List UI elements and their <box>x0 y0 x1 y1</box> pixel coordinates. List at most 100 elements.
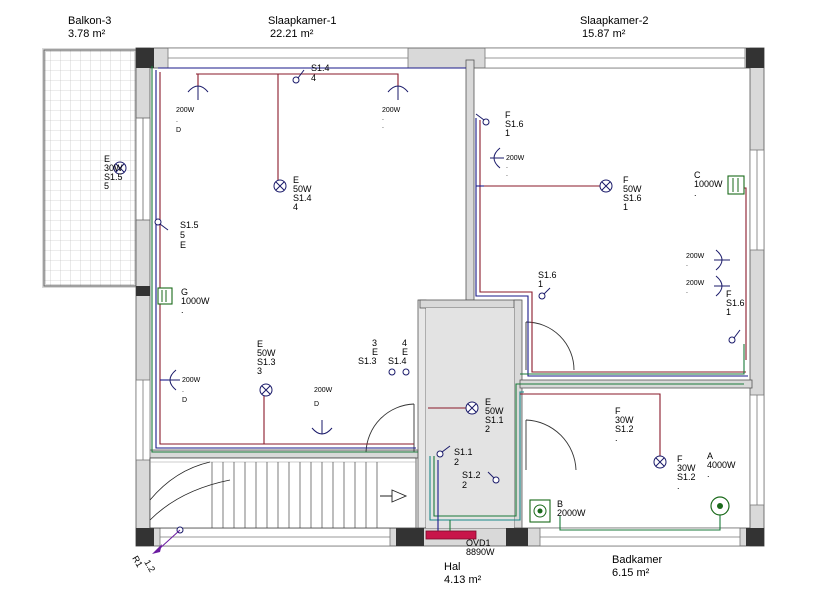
fixture-label-line: 2 <box>485 424 490 434</box>
fixture-label-line: E <box>104 154 110 164</box>
fixture-label-line: S1.5 <box>180 220 199 230</box>
fixture-label-line: . <box>694 188 697 198</box>
fixture-label-line: 1 <box>726 307 731 317</box>
socket-icon[interactable] <box>187 85 209 100</box>
heater-icon[interactable] <box>157 287 173 305</box>
fixture-label-line: 2 <box>454 457 459 467</box>
fixture-label-line: S1.6 <box>538 270 557 280</box>
fixture-label-line: . <box>686 261 688 268</box>
switch-icon[interactable] <box>538 287 551 300</box>
fixture-label-line: 2000W <box>557 508 586 518</box>
fixture-label-lamp-sk2-left: 200W.. <box>506 155 525 178</box>
heater-icon[interactable] <box>727 175 745 195</box>
fixture-label-line: C <box>694 170 701 180</box>
fixture-label-line: 4000W <box>707 460 736 470</box>
fixture-label-line: 1000W <box>694 179 723 189</box>
room-name: Hal <box>444 561 461 573</box>
fixture-label-line: S1.5 <box>104 172 123 182</box>
room-area: 3.78 m² <box>68 28 106 40</box>
fixture-label-line: A <box>707 451 713 461</box>
fixture-label-line: S1.1 <box>454 447 473 457</box>
socket-icon[interactable] <box>714 275 730 297</box>
fixture-label-line: D <box>314 401 319 408</box>
lamp-icon[interactable] <box>259 383 273 397</box>
fixture-label-line: 200W <box>176 107 195 114</box>
fixture-label-line: G <box>181 287 188 297</box>
room-name: Slaapkamer-2 <box>580 15 648 27</box>
fixture-label-line: . <box>506 163 508 170</box>
wiring <box>151 66 748 534</box>
fixture-label-line: 3 <box>257 366 262 376</box>
fixture-label-line: 30W <box>677 463 696 473</box>
fixture-label-line: . <box>382 123 384 130</box>
fixture-label-line: 200W <box>686 253 705 260</box>
fixture-label-line: 50W <box>293 184 312 194</box>
room-area: 15.87 m² <box>582 28 626 40</box>
fixture-label-line: 50W <box>257 348 276 358</box>
boiler-icon[interactable] <box>710 496 730 516</box>
fixture-label-line: 5 <box>104 181 109 191</box>
room-area: 4.13 m² <box>444 574 482 586</box>
fixture-label-line: 5 <box>180 230 185 240</box>
fixture-label-line: 50W <box>485 406 504 416</box>
riser-label: R1 <box>130 554 144 569</box>
fixture-label-line: S1.4 <box>311 63 330 73</box>
fixture-label-lamp-sk2-right1: 200W. <box>686 253 705 268</box>
socket-icon[interactable] <box>387 85 409 100</box>
fixture-label-line: 30W <box>104 163 123 173</box>
fixture-label-line: . <box>677 481 680 491</box>
socket-icon[interactable] <box>714 249 730 271</box>
fixture-label-line: . <box>506 171 508 178</box>
wall-lamp-icon[interactable] <box>113 161 127 175</box>
symbols <box>113 69 745 554</box>
switch-icon[interactable] <box>475 113 490 126</box>
distribution-box[interactable] <box>425 530 477 540</box>
switch-group-line: 3 <box>372 338 377 348</box>
boiler-icon[interactable] <box>529 499 551 523</box>
staircase <box>149 457 417 529</box>
fixture-label-line: . <box>707 469 710 479</box>
fixture-label-line: S1.2 <box>677 472 696 482</box>
switch-icon[interactable] <box>728 329 741 344</box>
fixture-label-line: 200W <box>686 280 705 287</box>
socket-icon[interactable] <box>490 147 504 169</box>
switch-icon[interactable] <box>388 368 410 376</box>
fixture-label-line: . <box>181 305 184 315</box>
fixture-label-line: S1.1 <box>485 415 504 425</box>
fixture-label-line: S1.2 <box>615 424 634 434</box>
lamp-icon[interactable] <box>465 401 479 415</box>
room-name: Slaapkamer-1 <box>268 15 336 27</box>
fixture-label-line: 30W <box>615 415 634 425</box>
columns <box>136 48 764 546</box>
switch-group-line: S1.4 <box>388 356 407 366</box>
lamp-icon[interactable] <box>653 455 667 469</box>
fixture-label-line: F <box>726 289 732 299</box>
fixture-label-line: 1 <box>538 279 543 289</box>
socket-icon[interactable] <box>168 369 180 391</box>
lamp-icon[interactable] <box>273 179 287 193</box>
fixture-label-line: S1.4 <box>293 193 312 203</box>
switch-icon[interactable] <box>487 471 500 484</box>
fixture-label-line: F <box>615 406 621 416</box>
switch-icon[interactable] <box>154 218 169 231</box>
room-area: 6.15 m² <box>612 567 650 579</box>
switch-icon[interactable] <box>436 445 451 458</box>
socket-icon[interactable] <box>311 420 333 435</box>
lamp-icon[interactable] <box>599 179 613 193</box>
switch-icon[interactable] <box>292 69 305 84</box>
fixture-label-line: S1.3 <box>257 357 276 367</box>
fixture-label-line: E <box>257 339 263 349</box>
fixture-label-line: B <box>557 499 563 509</box>
fixture-label-line: E <box>485 397 491 407</box>
fixture-label-line: 1000W <box>181 296 210 306</box>
